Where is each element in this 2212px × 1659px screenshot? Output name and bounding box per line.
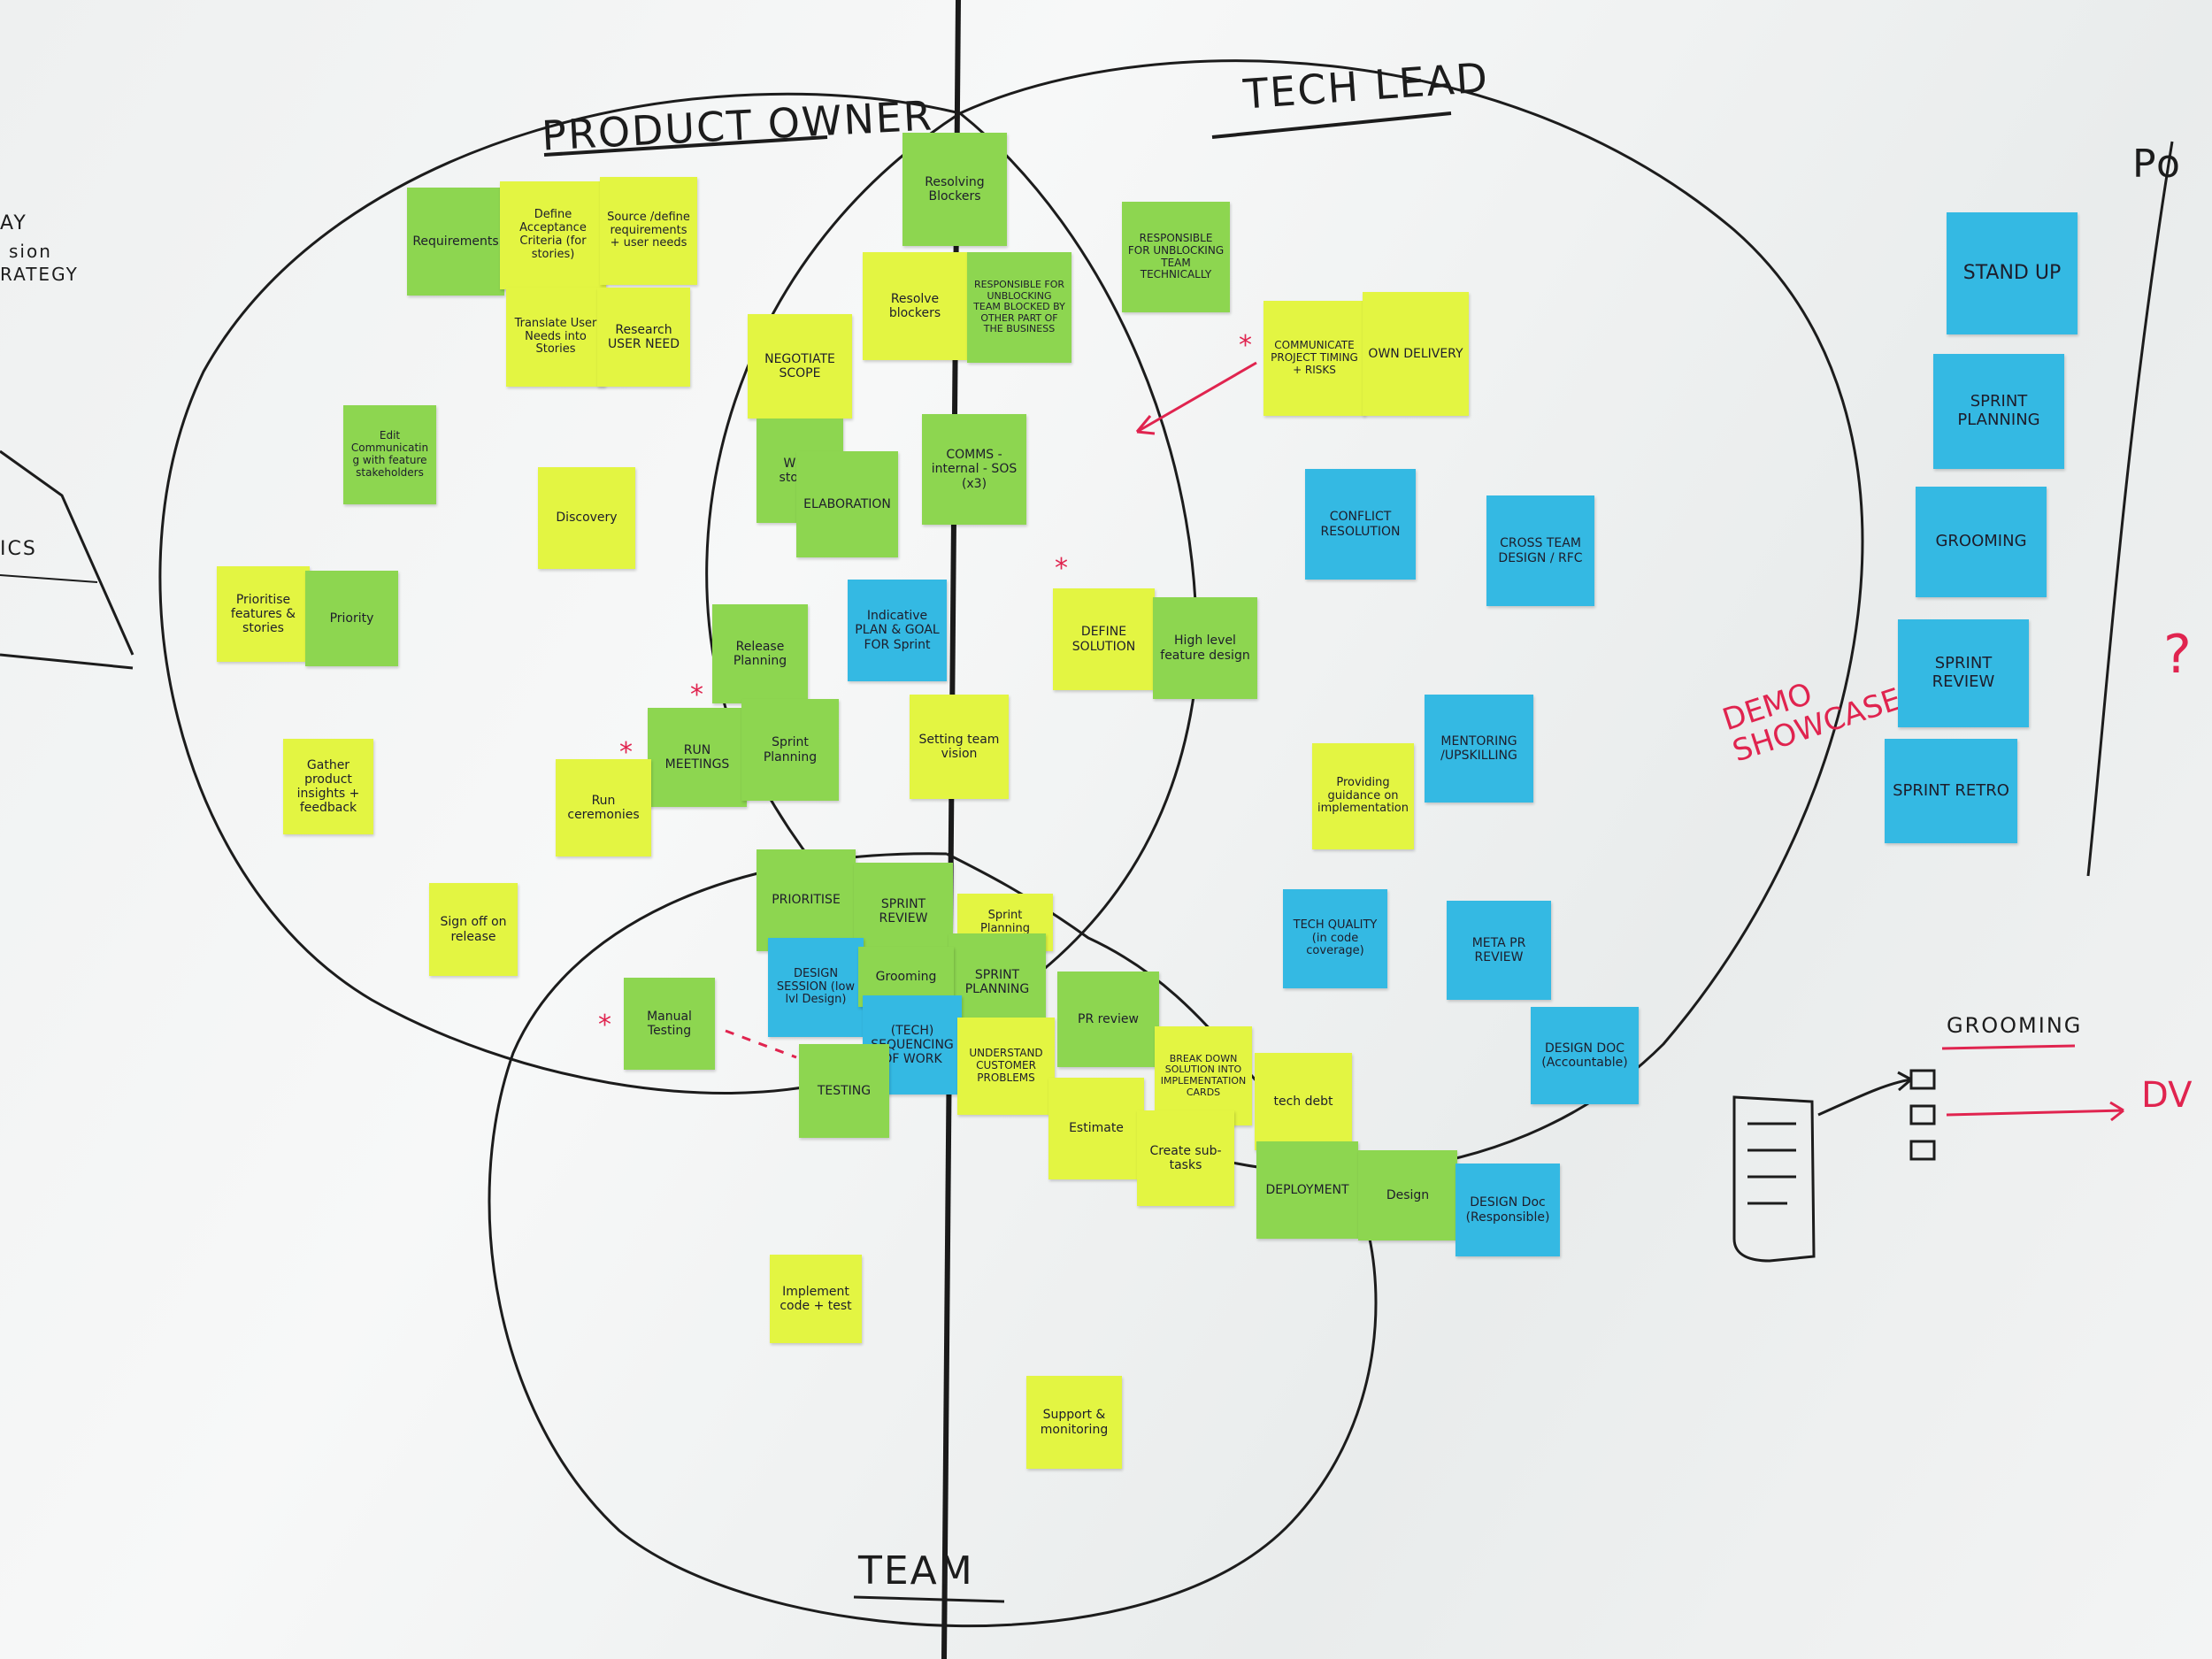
- svg-text:*: *: [690, 680, 703, 710]
- sticky-note-design: Design: [1358, 1150, 1457, 1240]
- sticky-note-providing-guidance: Providing guidance on implementation: [1312, 743, 1414, 849]
- sticky-note-run-meetings: RUN MEETINGS: [648, 708, 747, 807]
- sticky-note-testing: TESTING: [799, 1044, 889, 1138]
- svg-text:*: *: [598, 1010, 611, 1041]
- left-edge-text-2: sion: [9, 241, 52, 262]
- left-edge-text-1: AY: [0, 212, 27, 234]
- sticky-note-prioritise: PRIORITISE: [757, 849, 856, 951]
- sticky-note-edit-communicating: Edit Communicating with feature stakehol…: [343, 405, 436, 504]
- team-circle: [488, 852, 1378, 1627]
- sticky-note-sprint-review-right: SPRINT REVIEW: [1898, 619, 2029, 727]
- sticky-note-tech-debt: tech debt: [1255, 1053, 1352, 1150]
- sticky-note-communicate-timing: COMMUNICATE PROJECT TIMING + RISKS: [1263, 301, 1365, 416]
- sticky-note-research-user-need: Research USER NEED: [597, 288, 690, 387]
- svg-text:*: *: [1055, 553, 1068, 584]
- sticky-note-comms: COMMS - internal - SOS (x3): [922, 414, 1026, 525]
- sticky-note-implement-code: Implement code + test: [770, 1255, 862, 1343]
- sticky-note-own-delivery: OWN DELIVERY: [1363, 292, 1469, 416]
- sticky-note-breakdown-solution: BREAK DOWN SOLUTION INTO IMPLEMENTATION …: [1155, 1026, 1252, 1125]
- sticky-note-support-monitoring: Support & monitoring: [1026, 1376, 1122, 1469]
- sticky-note-sprint-planning-team2: SPRINT PLANNING: [949, 933, 1046, 1031]
- sticky-note-requirements: Requirements: [407, 188, 504, 296]
- grooming-label: GROOMING: [1947, 1013, 2083, 1038]
- sticky-note-manual-testing: Manual Testing: [624, 978, 715, 1070]
- product-owner-circle: [158, 92, 1198, 1094]
- svg-text:*: *: [1239, 330, 1252, 361]
- sticky-note-create-subtasks: Create sub-tasks: [1137, 1110, 1234, 1206]
- sticky-note-source-define: Source /define requirements + user needs: [600, 177, 697, 285]
- sticky-note-define-solution: DEFINE SOLUTION: [1053, 588, 1155, 690]
- sticky-note-mentoring: MENTORING /UPSKILLING: [1425, 695, 1533, 803]
- sticky-note-priority: Priority: [305, 571, 398, 666]
- po-right-heading: Po: [2132, 142, 2182, 187]
- sticky-note-tech-quality: TECH QUALITY (in code coverage): [1283, 889, 1387, 988]
- sticky-note-sprint-review-team: SPRINT REVIEW: [854, 863, 953, 960]
- sticky-note-conflict-resolution: CONFLICT RESOLUTION: [1305, 469, 1416, 580]
- sticky-note-translate-user-needs: Translate User Needs into Stories: [506, 288, 605, 387]
- sticky-note-grooming-right: GROOMING: [1916, 487, 2047, 597]
- sticky-note-responsible-tech: RESPONSIBLE FOR UNBLOCKING TEAM TECHNICA…: [1122, 202, 1230, 312]
- sticky-note-prioritise-features: Prioritise features & stories: [217, 566, 310, 662]
- sticky-note-gather-insights: Gather product insights + feedback: [283, 739, 373, 834]
- sticky-note-estimate: Estimate: [1048, 1078, 1144, 1179]
- sticky-note-run-ceremonies: Run ceremonies: [556, 759, 651, 856]
- sticky-note-pr-review: PR review: [1057, 972, 1159, 1067]
- dv-annotation: DV: [2141, 1075, 2193, 1116]
- sticky-note-design-session: DESIGN SESSION (low lvl Design): [768, 938, 864, 1037]
- sticky-note-high-level-design: High level feature design: [1153, 597, 1257, 699]
- sticky-note-understand-customer: UNDERSTAND CUSTOMER PROBLEMS: [957, 1018, 1055, 1115]
- sticky-note-resolve-blockers: Resolve blockers: [863, 252, 967, 360]
- left-edge-text-3: RATEGY: [0, 264, 79, 285]
- sticky-note-sprint-planning-right: SPRINT PLANNING: [1933, 354, 2064, 469]
- sticky-note-sign-off: Sign off on release: [429, 883, 518, 976]
- sticky-note-define-acceptance: Define Acceptance Criteria (for stories): [500, 181, 606, 289]
- sticky-note-elaboration: ELABORATION: [796, 451, 898, 557]
- left-edge-text-4: ICS: [0, 538, 37, 560]
- sticky-note-sprint-retro: SPRINT RETRO: [1885, 739, 2017, 843]
- sticky-note-sprint-planning-mid: Sprint Planning: [741, 699, 839, 801]
- sticky-note-responsible-unblocking-team: RESPONSIBLE FOR UNBLOCKING TEAM BLOCKED …: [967, 252, 1071, 363]
- sticky-note-discovery: Discovery: [538, 467, 635, 569]
- sticky-note-meta-pr-review: META PR REVIEW: [1447, 901, 1551, 1000]
- sticky-note-release-planning: Release Planning: [712, 604, 808, 703]
- sticky-note-indicative-plan: Indicative PLAN & GOAL FOR Sprint: [848, 580, 947, 681]
- question-mark: ?: [2163, 624, 2193, 686]
- tech-lead-circle: [705, 59, 1864, 1174]
- sticky-note-deployment: DEPLOYMENT: [1256, 1141, 1358, 1239]
- sticky-note-cross-team-design: CROSS TEAM DESIGN / RFC: [1486, 495, 1594, 606]
- sticky-note-design-doc-responsible: DESIGN Doc (Responsible): [1455, 1164, 1560, 1256]
- sticky-note-design-doc-accountable: DESIGN DOC (Accountable): [1531, 1007, 1639, 1104]
- team-heading: TEAM: [858, 1548, 974, 1594]
- sticky-note-setting-vision: Setting team vision: [910, 695, 1009, 799]
- sticky-note-resolving-blockers: Resolving Blockers: [902, 133, 1007, 246]
- sticky-note-stand-up: STAND UP: [1947, 212, 2078, 334]
- sticky-note-negotiate-scope: NEGOTIATE SCOPE: [748, 314, 852, 419]
